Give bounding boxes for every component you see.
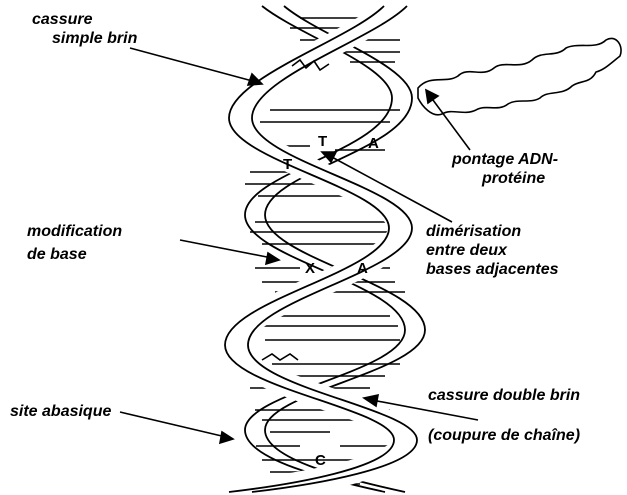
label-abasic-site: site abasique [10,402,111,421]
arrowhead-base-modification [266,253,279,264]
double-strand-break-mark [262,354,298,360]
label-dimerisation: dimérisation entre deux bases adjacentes [426,222,559,279]
label-single-strand-break-line-1: cassure [32,10,137,29]
label-single-strand-break: cassure simple brin [32,10,137,48]
label-single-strand-break-line-2: simple brin [52,29,137,48]
label-chain-cut: (coupure de chaîne) [428,426,580,445]
protein-crosslink-blob [418,38,621,114]
arrow-base-modification [180,240,272,258]
label-base-modification-line-1: modification [27,222,122,241]
base-letter-c: C [315,453,326,469]
label-crosslink-line-2: protéine [482,169,558,188]
base-letter-t-upper: T [318,134,327,150]
label-base-modification-line-2: de base [27,245,122,264]
base-letter-a-middle: A [357,261,368,277]
label-dna-protein-crosslink: pontage ADN- protéine [452,150,558,188]
label-crosslink-line-1: pontage ADN- [452,150,558,169]
label-base-modification: modification de base [27,222,122,264]
arrow-abasic-site [120,412,226,437]
label-double-strand-break: cassure double brin [428,386,580,405]
arrow-single-strand-break [130,48,256,82]
arrowhead-abasic-site [220,432,233,443]
base-letter-x: X [305,261,315,277]
label-dimerisation-line-1: dimérisation [426,222,559,241]
base-letter-t-lower: T [283,157,292,173]
base-letter-a-upper: A [368,136,379,152]
label-dimerisation-line-2: entre deux [426,241,559,260]
label-dimerisation-line-3: bases adjacentes [426,260,559,279]
